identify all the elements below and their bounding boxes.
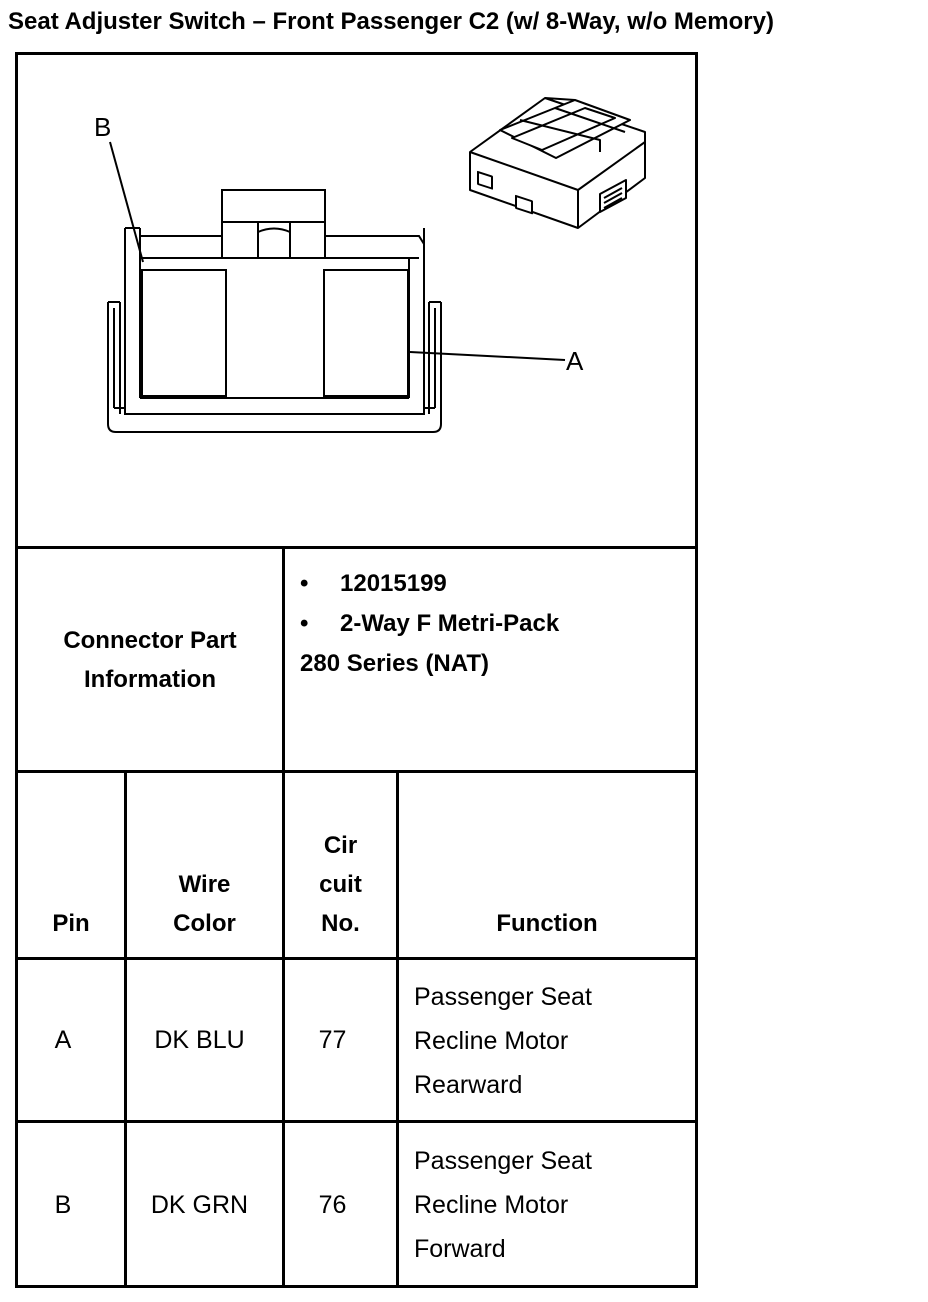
leader-line-b (109, 141, 144, 263)
row-b-circuit: 76 (318, 1191, 347, 1219)
terminal-cavity-b (141, 269, 227, 397)
divider-row (15, 1120, 698, 1123)
column-divider-1 (124, 770, 127, 1288)
connector-latch (221, 189, 326, 259)
header-circuit-no: Cir cuit No. (319, 832, 362, 937)
connector-isometric-view (469, 97, 646, 229)
header-pin: Pin (52, 910, 90, 937)
connector-info-label: Connector Part Information (63, 626, 237, 693)
row-b-wire-color: DK GRN (150, 1191, 249, 1219)
column-divider-3 (282, 546, 285, 1288)
row-a-wire-color: DK BLU (154, 1025, 245, 1054)
row-a-function: Passenger Seat Recline Motor Rearward (414, 983, 592, 1099)
terminal-cavity-a (323, 269, 409, 397)
row-b-pin: B (54, 1191, 72, 1219)
row-a-pin: A (54, 1025, 72, 1054)
connector-description: •2-Way F Metri-Pack (300, 610, 560, 637)
pin-a-callout-label: A (566, 346, 584, 376)
divider-info (15, 770, 698, 773)
divider-header (15, 957, 698, 960)
connector-face-outline (107, 302, 442, 433)
document-title: Seat Adjuster Switch – Front Passenger C… (8, 8, 774, 35)
pin-b-callout-label: B (94, 112, 112, 142)
connector-table-frame (15, 52, 698, 1288)
connector-series: 280 Series (NAT) (300, 650, 489, 677)
column-divider-2 (396, 770, 399, 1288)
row-a-circuit: 77 (318, 1025, 347, 1054)
row-b-function: Passenger Seat Recline Motor Forward (414, 1147, 592, 1263)
header-function: Function (496, 910, 598, 937)
leader-line-a (409, 351, 566, 361)
part-number: •12015199 (300, 570, 447, 597)
connector-info-details: •12015199 •2-Way F Metri-Pack 280 Series… (300, 564, 690, 684)
connector-inner-body (124, 228, 425, 415)
divider-diagram (15, 546, 698, 549)
header-wire-color: Wire Color (173, 871, 236, 937)
